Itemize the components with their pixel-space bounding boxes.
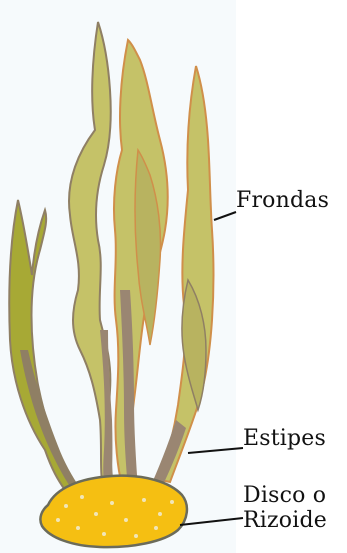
fronds-label: Frondas	[236, 189, 329, 213]
frond-far-left	[9, 200, 71, 491]
holdfast-leader-line	[180, 518, 243, 525]
holdfast-label-line2: Rizoide	[243, 509, 327, 533]
stipes-label: Estipes	[243, 427, 326, 451]
fronds-leader-line	[214, 212, 236, 220]
stipes-leader-line	[188, 448, 243, 453]
frond-right-tall	[160, 66, 214, 482]
holdfast-label-line1: Disco o	[243, 484, 326, 508]
